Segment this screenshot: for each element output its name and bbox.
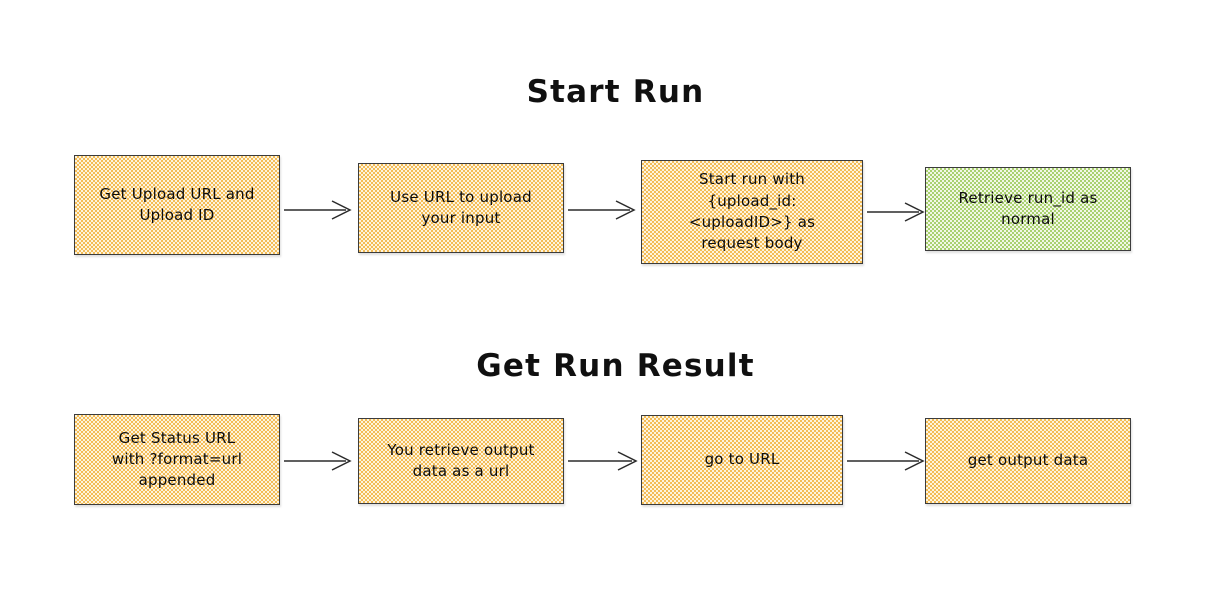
node-go-to-url[interactable]: go to URL bbox=[641, 415, 843, 505]
node-start-run-with-body[interactable]: Start run with {upload_id: <uploadID>} a… bbox=[641, 160, 863, 264]
section-title-get-run-result: Get Run Result bbox=[476, 348, 755, 384]
connector-arrow-2-2 bbox=[568, 451, 638, 471]
connector-arrow-1-3 bbox=[867, 202, 925, 222]
node-label: Get Upload URL and Upload ID bbox=[99, 184, 255, 224]
node-label: Start run with {upload_id: <uploadID>} a… bbox=[688, 170, 816, 253]
node-label: You retrieve output data as a url bbox=[387, 440, 535, 480]
node-use-url-to-upload[interactable]: Use URL to upload your input bbox=[358, 163, 564, 253]
node-get-status-url[interactable]: Get Status URL with ?format=url appended bbox=[74, 414, 280, 505]
connector-arrow-2-3 bbox=[847, 451, 925, 471]
connector-arrow-2-1 bbox=[284, 451, 352, 471]
section-title-start-run: Start Run bbox=[526, 74, 705, 110]
node-retrieve-output-url[interactable]: You retrieve output data as a url bbox=[358, 418, 564, 504]
connector-arrow-1-1 bbox=[284, 200, 352, 220]
node-label: Use URL to upload your input bbox=[390, 187, 532, 227]
node-get-output-data[interactable]: get output data bbox=[925, 418, 1131, 504]
node-label: get output data bbox=[967, 451, 1089, 470]
node-label: Retrieve run_id as normal bbox=[958, 188, 1098, 228]
node-get-upload-url[interactable]: Get Upload URL and Upload ID bbox=[74, 155, 280, 255]
node-label: go to URL bbox=[704, 450, 780, 469]
node-retrieve-run-id[interactable]: Retrieve run_id as normal bbox=[925, 167, 1131, 251]
connector-arrow-1-2 bbox=[568, 200, 636, 220]
node-label: Get Status URL with ?format=url appended bbox=[111, 428, 243, 490]
